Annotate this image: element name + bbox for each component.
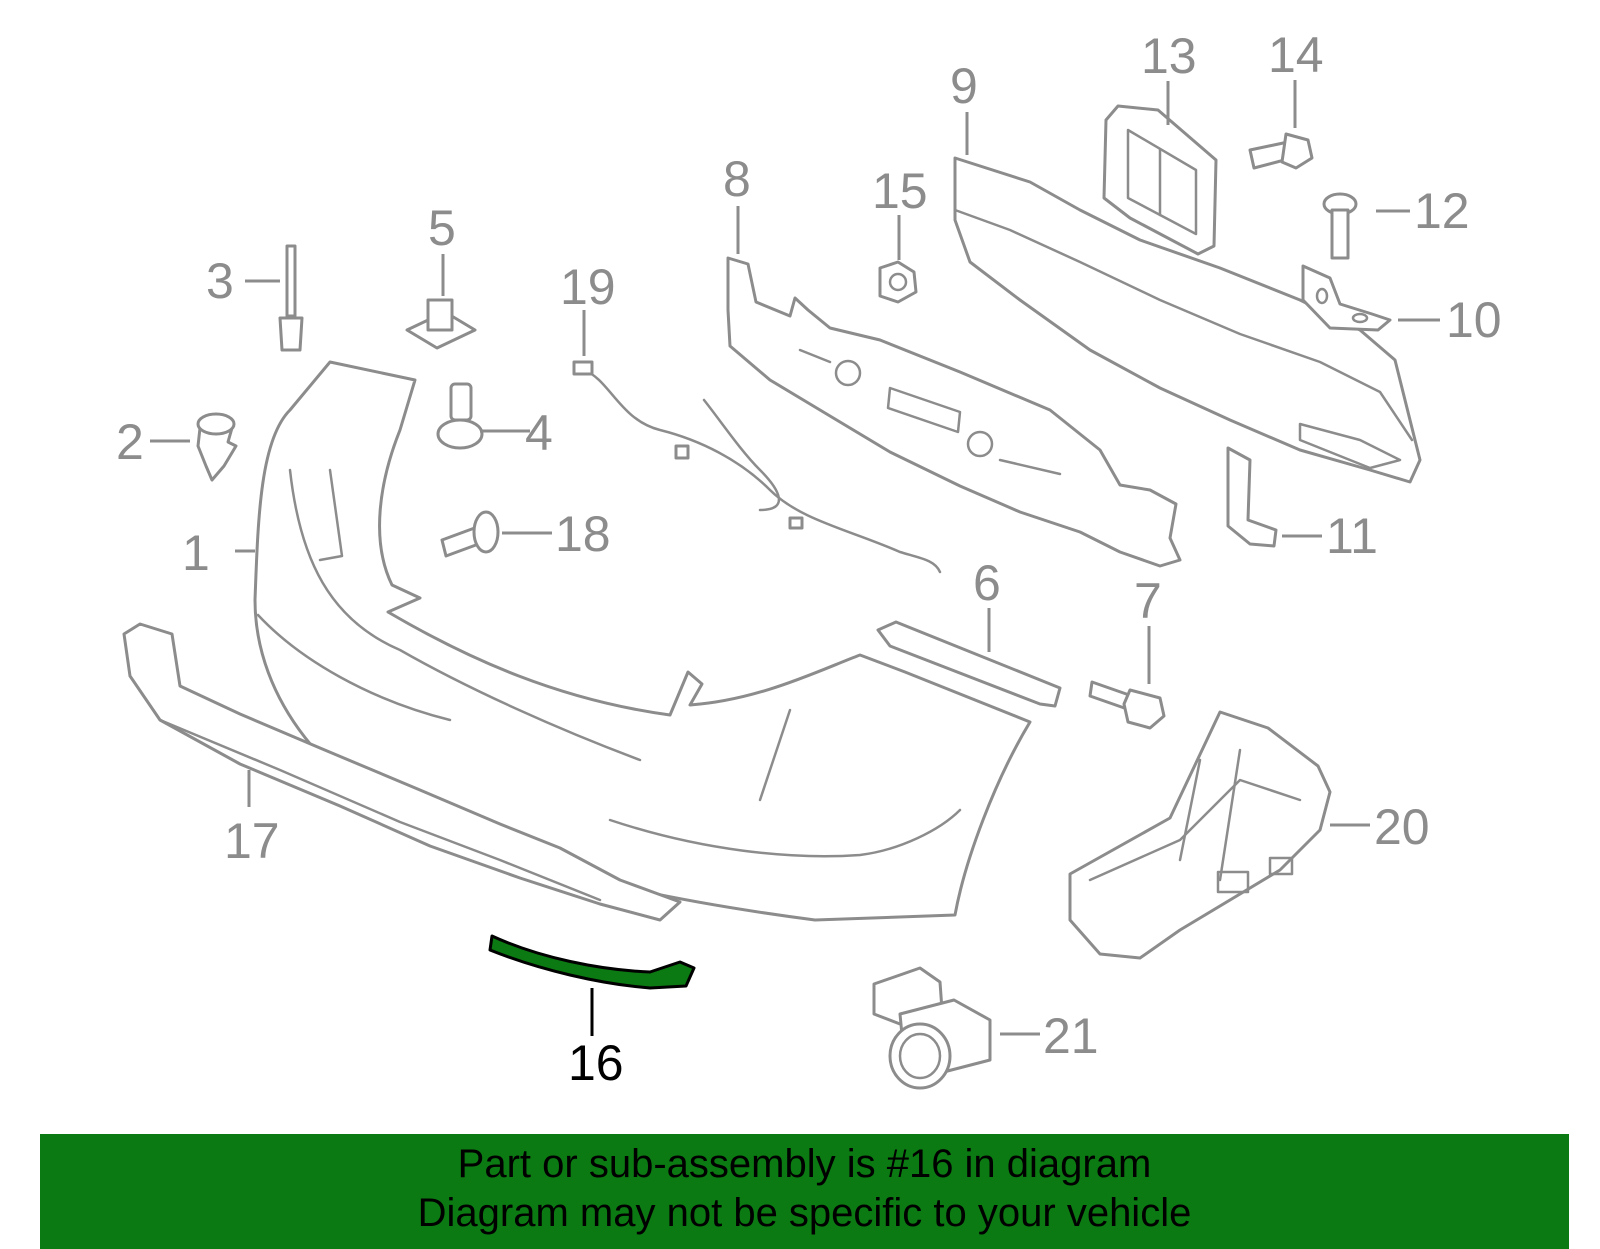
callout-14: 14 [1268, 27, 1324, 83]
callout-2: 2 [116, 414, 144, 470]
part-2-push-clip[interactable] [196, 412, 238, 482]
part-19-wire-harness[interactable] [572, 360, 942, 574]
part-17-lower-skirt[interactable] [122, 622, 682, 922]
callout-3: 3 [206, 253, 234, 309]
part-20-splash-shield[interactable] [1068, 710, 1332, 960]
callout-7: 7 [1134, 573, 1162, 629]
callout-5: 5 [428, 200, 456, 256]
part-4-grommet[interactable] [436, 382, 484, 450]
callout-11: 11 [1326, 508, 1378, 564]
part-10-bracket[interactable] [1301, 264, 1392, 332]
banner-line-disclaimer: Diagram may not be specific to your vehi… [417, 1191, 1192, 1235]
part-12-bolt[interactable] [1322, 192, 1358, 260]
callout-6: 6 [973, 555, 1001, 611]
part-6-strip[interactable] [876, 620, 1062, 708]
callout-16: 16 [568, 1035, 624, 1091]
banner-line-part: Part or sub-assembly is #16 in diagram [457, 1142, 1152, 1186]
callout-17: 17 [224, 813, 280, 869]
callout-10: 10 [1446, 292, 1502, 348]
part-1-bumper-cover[interactable] [253, 360, 1032, 922]
callout-9: 9 [950, 58, 978, 114]
part-7-bolt[interactable] [1088, 680, 1166, 730]
part-9-reinforcement-beam[interactable] [953, 156, 1422, 484]
callout-4: 4 [525, 405, 553, 461]
callout-1: 1 [182, 525, 210, 581]
leader-arrows [150, 80, 1440, 1036]
callout-13: 13 [1141, 28, 1197, 84]
part-11-bracket[interactable] [1226, 446, 1278, 548]
part-21-parking-sensor[interactable] [872, 966, 992, 1090]
callout-19: 19 [560, 259, 616, 315]
part-15-nut[interactable] [878, 260, 918, 304]
callout-8: 8 [723, 151, 751, 207]
callout-labels: 1 2 3 4 5 6 7 8 9 10 11 12 13 14 15 16 1… [116, 27, 1502, 1091]
callout-18: 18 [555, 506, 611, 562]
info-banner: Part or sub-assembly is #16 in diagram D… [40, 1134, 1569, 1249]
callout-20: 20 [1374, 799, 1430, 855]
part-5-clip-nut[interactable] [405, 298, 477, 350]
callout-12: 12 [1414, 183, 1470, 239]
callout-21: 21 [1043, 1008, 1099, 1064]
part-14-bolt[interactable] [1248, 132, 1314, 170]
part-8-absorber[interactable] [726, 256, 1182, 568]
part-16-highlighted-strip[interactable] [488, 934, 696, 990]
part-3-pin[interactable] [278, 244, 304, 352]
part-18-bolt[interactable] [440, 510, 500, 558]
callout-15: 15 [872, 163, 928, 219]
part-13-mounting-bracket[interactable] [1102, 104, 1218, 256]
